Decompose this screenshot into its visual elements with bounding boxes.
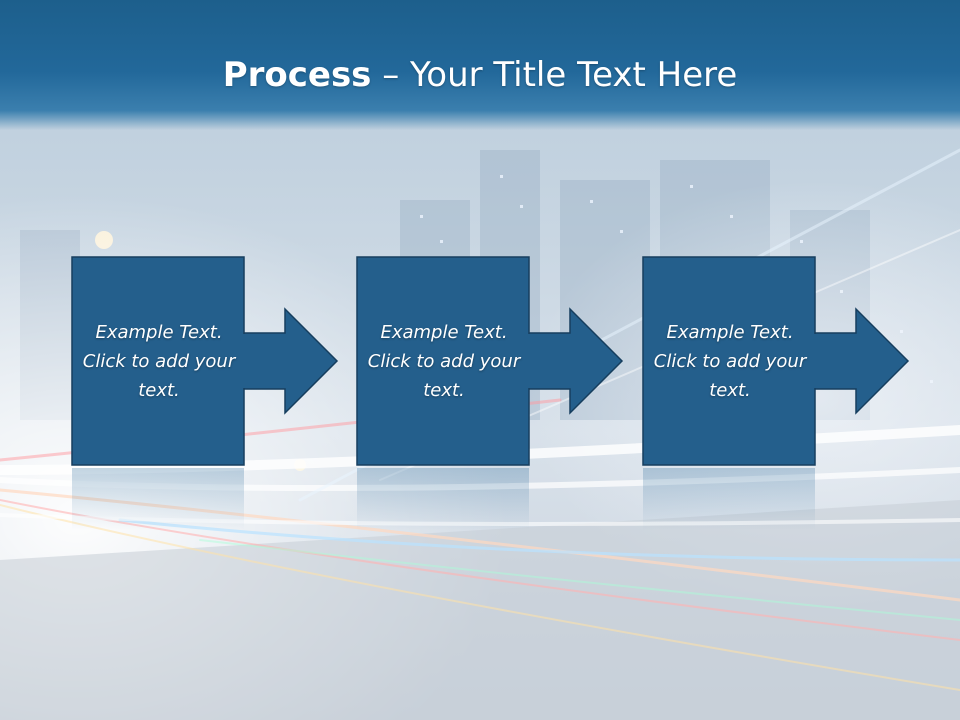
title-bar bbox=[0, 0, 960, 130]
title-rest-text: – Your Title Text Here bbox=[371, 55, 738, 95]
process-step-2[interactable] bbox=[356, 256, 624, 466]
right-arrow-icon bbox=[815, 307, 910, 415]
process-step-1[interactable] bbox=[71, 256, 339, 466]
title-bold-text: Process bbox=[222, 55, 372, 95]
slide-title[interactable]: Process – Your Title Text Here bbox=[0, 52, 960, 98]
right-arrow-icon bbox=[244, 307, 339, 415]
step-reflections bbox=[72, 468, 815, 530]
step-2-text[interactable]: Example Text. Click to add your text. bbox=[367, 321, 521, 401]
right-arrow-icon bbox=[529, 307, 624, 415]
step-box bbox=[71, 256, 245, 466]
step-box bbox=[642, 256, 816, 466]
step-1-text[interactable]: Example Text. Click to add your text. bbox=[82, 321, 236, 401]
process-step-3[interactable] bbox=[642, 256, 910, 466]
step-3-text[interactable]: Example Text. Click to add your text. bbox=[653, 321, 807, 401]
step-box bbox=[356, 256, 530, 466]
